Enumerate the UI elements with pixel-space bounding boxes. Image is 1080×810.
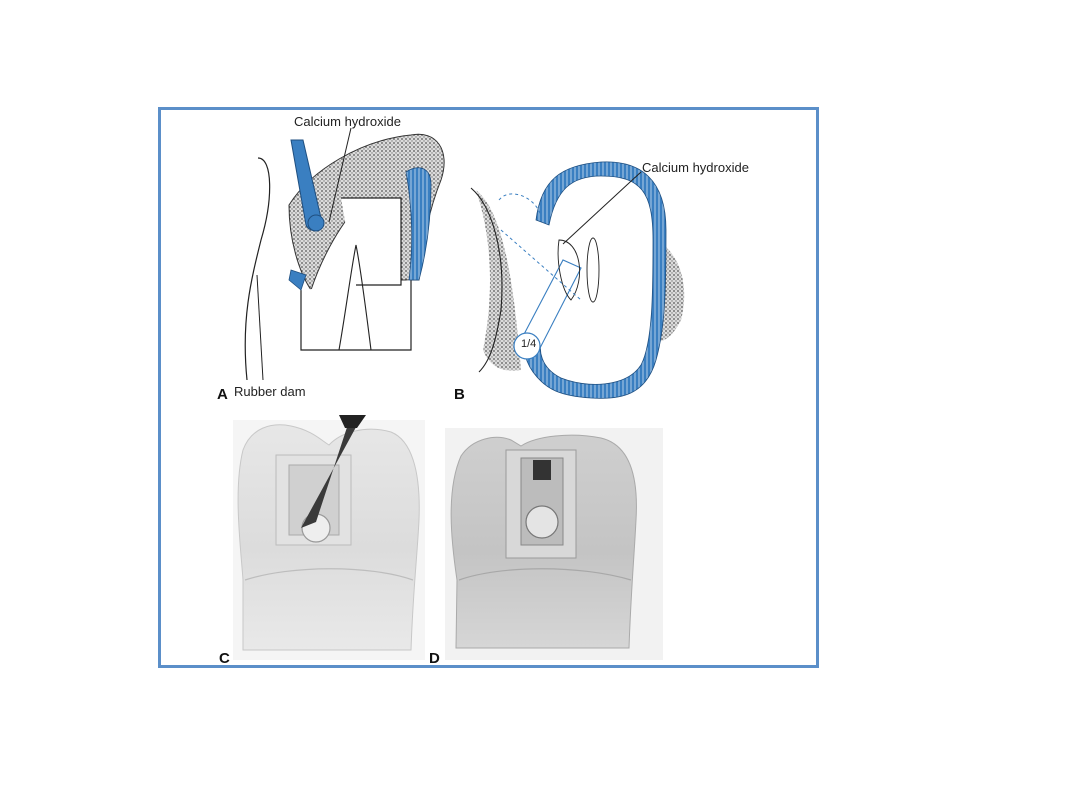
panel-b-drawing <box>470 161 685 399</box>
panel-d-photo <box>445 428 663 660</box>
panel-letter-b: B <box>454 386 465 403</box>
figure-frame: Calcium hydroxide Rubber dam A Calcium h… <box>158 107 819 668</box>
panel-letter-d: D <box>429 650 440 667</box>
panel-a-drawing <box>244 127 445 381</box>
figure-drawing <box>233 127 685 660</box>
label-calcium-hydroxide-a: Calcium hydroxide <box>294 114 401 129</box>
panel-letter-a: A <box>217 386 228 403</box>
panel-c-photo <box>233 415 425 660</box>
label-rubber-dam: Rubber dam <box>234 384 306 399</box>
panel-letter-c: C <box>219 650 230 667</box>
label-quarter: 1/4 <box>521 338 537 350</box>
label-calcium-hydroxide-b: Calcium hydroxide <box>642 160 749 175</box>
